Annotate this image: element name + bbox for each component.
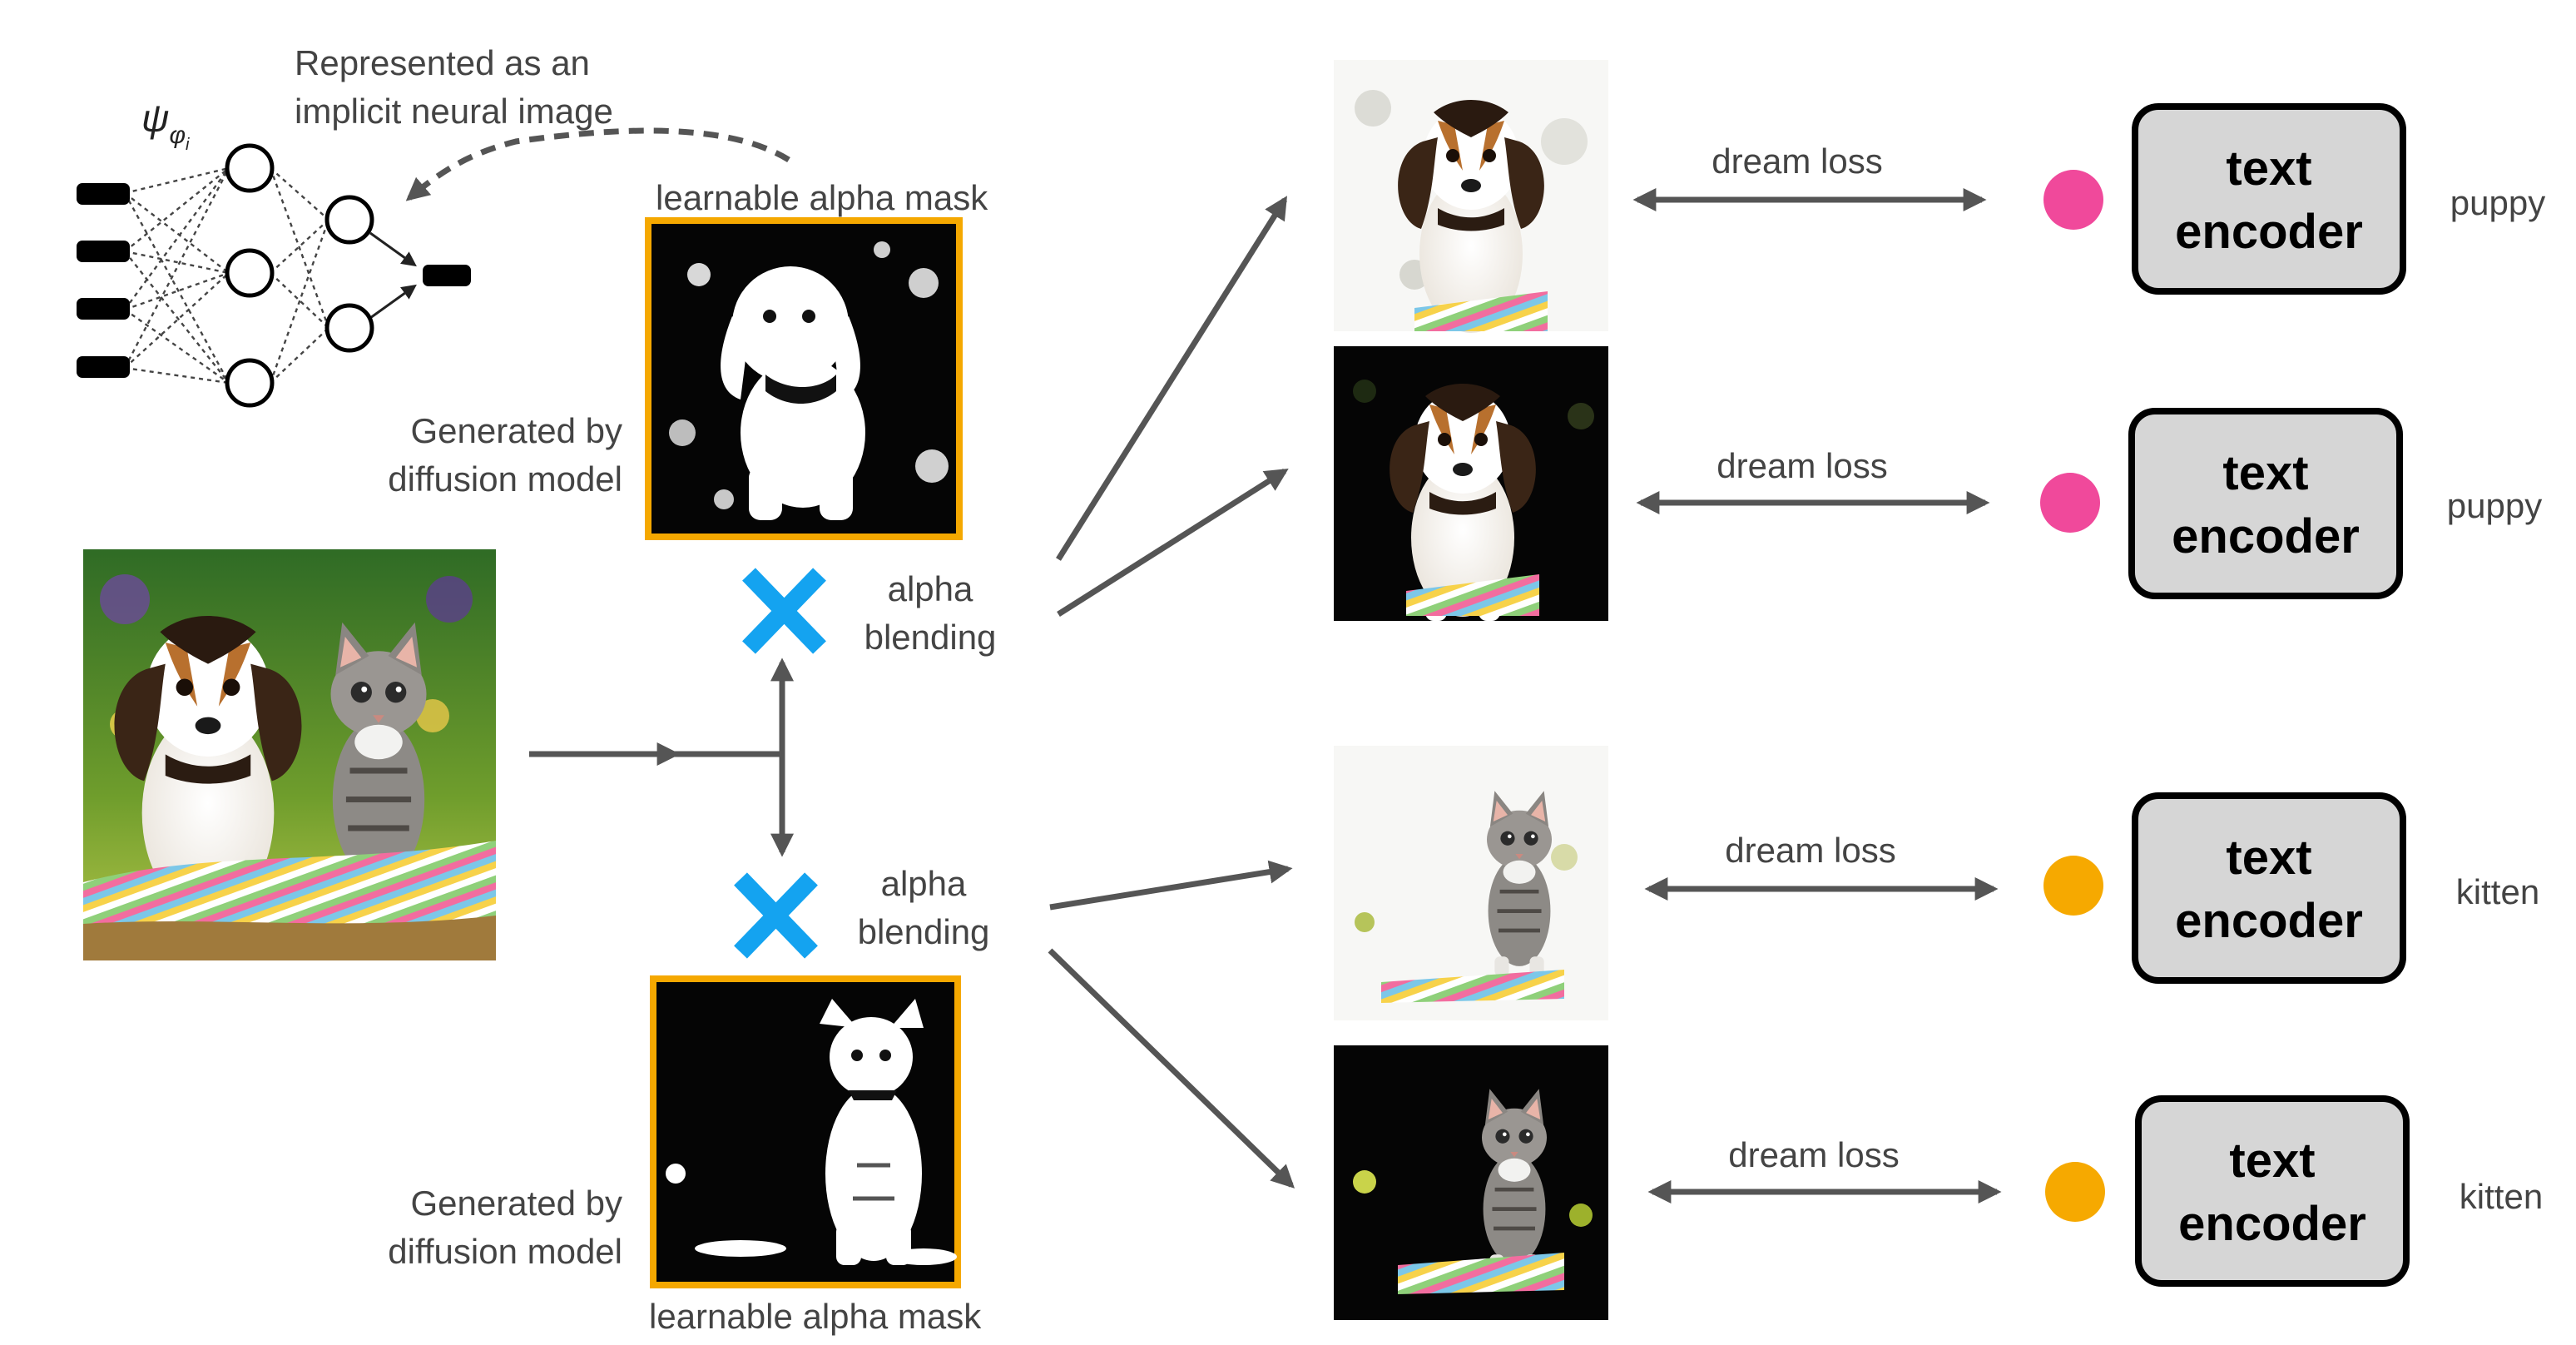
output-arrows [1048,196,1295,1189]
text-encoder-label-line2: encoder [2175,894,2363,948]
text-encoder-label-line1: text [2229,1134,2315,1188]
generated-label-bottom-line2: diffusion model [388,1232,622,1271]
blend-label-top-line1: alpha [888,569,973,608]
generated-label-top-line1: Generated by [410,411,622,450]
prompt-word: puppy [2447,486,2542,525]
condition-dot [2043,856,2103,916]
text-encoder-label-line2: encoder [2178,1197,2366,1251]
prompt-word: kitten [2460,1177,2543,1216]
dream-loss-label: dream loss [1712,141,1882,181]
network-input-nodes [77,183,471,378]
output-image-kitten-black [1334,1045,1608,1320]
mask-label-bottom: learnable alpha mask [649,1297,982,1336]
implicit-neural-network: ψφi Represented as an implicit neural im… [77,43,790,408]
text-encoder-label-line2: encoder [2175,205,2363,259]
text-encoder-label-line1: text [2222,446,2308,500]
network-caption-line1: Represented as an [295,43,590,82]
condition-dot [2043,170,2103,230]
blend-label-bottom-line1: alpha [881,864,967,903]
text-encoder-label-line1: text [2226,831,2311,885]
text-encoder-box [2132,103,2406,295]
text-encoder-box [2132,792,2406,984]
output-image-puppy-black [1334,346,1608,621]
dream-loss-row-1: dream loss text encoder puppy [1632,103,2545,295]
blend-label-top-line2: blending [864,618,997,657]
condition-dot [2045,1162,2105,1222]
network-symbol: ψφi [141,97,190,154]
network-output-node [423,265,471,286]
blend-cross-bottom [734,872,818,959]
condition-dot [2040,473,2100,533]
dream-loss-row-3: dream loss text encoder kitten [1644,792,2539,984]
blend-label-bottom-line2: blending [858,912,990,951]
text-encoder-label-line1: text [2226,141,2311,196]
text-encoder-box [2135,1095,2410,1287]
text-encoder-box [2128,408,2403,599]
output-image-kitten-white [1334,746,1608,1020]
prompt-word: puppy [2450,183,2545,222]
alpha-mask-puppy [645,217,963,540]
alpha-mask-kitten [650,975,961,1288]
network-caption-line2: implicit neural image [295,92,613,131]
dream-loss-label: dream loss [1717,446,1887,485]
dream-loss-row-4: dream loss text encoder kitten [1647,1095,2543,1287]
network-hidden-nodes [225,143,374,408]
network-connections [123,166,330,385]
dream-loss-rows: dream loss text encoder puppy dream loss… [1632,103,2545,1287]
text-encoder-label-line2: encoder [2172,509,2360,563]
dream-loss-label: dream loss [1725,831,1895,870]
generated-label-top-line2: diffusion model [388,459,622,499]
dashed-represented-arrow [405,127,790,201]
dream-loss-label: dream loss [1728,1135,1899,1174]
dream-loss-row-2: dream loss text encoder puppy [1636,408,2542,599]
output-image-puppy-white [1334,60,1608,337]
mask-label-top: learnable alpha mask [656,178,988,217]
generated-label-bottom-line1: Generated by [410,1184,622,1223]
prompt-word: kitten [2456,872,2539,911]
input-arrows [529,658,794,857]
blend-cross-top [742,568,826,654]
network-output-edges [369,231,417,320]
input-photo [83,549,496,960]
